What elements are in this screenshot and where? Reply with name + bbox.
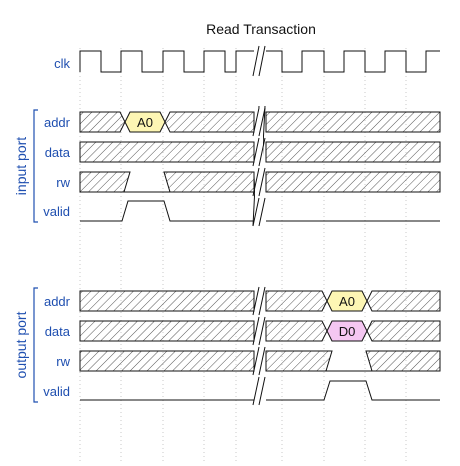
break-slash-output-3 xyxy=(252,346,266,376)
input-valid-waveform xyxy=(80,200,254,222)
output-data-waveform xyxy=(79,320,441,342)
break-slash-input-2 xyxy=(252,137,266,167)
output-addr-value-box xyxy=(326,290,368,312)
signal-label-clk: clk xyxy=(54,56,70,71)
signal-label-output-valid: valid xyxy=(43,384,70,399)
input-rw-waveform xyxy=(79,171,441,193)
output-addr-value: A0 xyxy=(339,294,355,309)
time-break-mark xyxy=(252,45,266,77)
signal-label-output-data: data xyxy=(45,324,71,339)
break-slash-output-1 xyxy=(252,286,266,316)
break-gap-input xyxy=(255,108,263,226)
input-port-bracket xyxy=(33,109,38,223)
signal-label-output-addr: addr xyxy=(44,294,71,309)
diagram-title: Read Transaction xyxy=(206,21,316,37)
break-slash-output-4 xyxy=(252,376,266,406)
break-slash-input-3 xyxy=(252,167,266,197)
clk-waveform xyxy=(79,50,254,73)
signal-label-input-addr: addr xyxy=(44,115,71,130)
output-rw-waveform xyxy=(79,350,441,372)
input-addr-waveform xyxy=(79,111,441,133)
output-valid-waveform-after-break xyxy=(266,380,440,401)
break-slash-output-2 xyxy=(252,316,266,346)
group-label-input-port: input port xyxy=(13,137,29,195)
output-addr-waveform xyxy=(79,290,441,312)
signal-label-output-rw: rw xyxy=(56,354,70,369)
signal-label-input-rw: rw xyxy=(56,175,70,190)
break-gap-output xyxy=(255,287,263,405)
output-port-bracket xyxy=(33,287,38,403)
input-addr-value: A0 xyxy=(137,115,153,130)
input-addr-value-box xyxy=(124,111,166,133)
input-data-waveform xyxy=(79,141,441,163)
group-label-output-port: output port xyxy=(13,311,29,378)
signal-label-input-data: data xyxy=(45,145,71,160)
signal-label-input-valid: valid xyxy=(43,204,70,219)
break-slash-input-1 xyxy=(252,107,266,137)
clk-waveform-after-break xyxy=(266,50,440,73)
output-data-value-box xyxy=(326,320,368,342)
break-slash-input-4 xyxy=(252,197,266,227)
output-data-value: D0 xyxy=(339,324,356,339)
